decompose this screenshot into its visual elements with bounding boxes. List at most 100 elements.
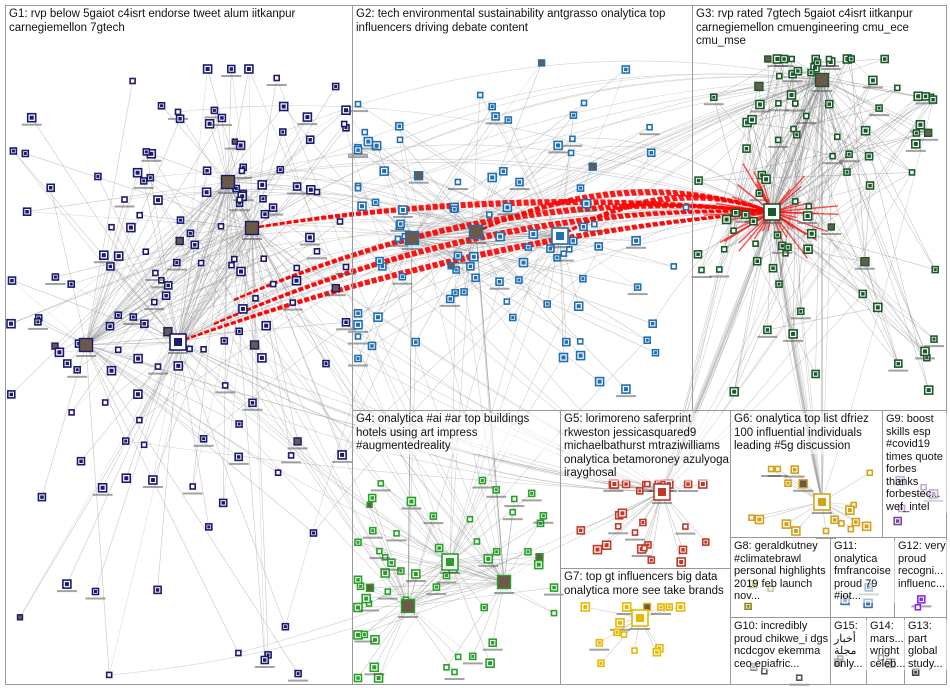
edge-inter-group	[771, 211, 823, 503]
edge-g5	[597, 491, 663, 550]
node-g7-glyph	[618, 620, 622, 625]
node-g2	[503, 298, 511, 305]
edge-g1	[227, 181, 267, 326]
edge-inter-group	[85, 235, 561, 346]
node-g4-glyph	[526, 550, 530, 554]
edge-g1	[54, 181, 229, 347]
node-g1-glyph	[144, 150, 148, 154]
edge-g1	[102, 341, 179, 488]
edge-g4	[391, 561, 451, 563]
edge-g3	[771, 211, 864, 295]
edge-g3	[723, 76, 780, 250]
node-g1-glyph	[344, 320, 348, 324]
node-g3-glyph	[813, 65, 817, 70]
node-g3-glyph	[757, 102, 762, 107]
node-g3	[825, 55, 833, 63]
node-g1-glyph	[37, 316, 41, 320]
edge-g3	[777, 96, 926, 236]
node-g1-caption	[266, 84, 287, 86]
node-g2	[394, 235, 402, 243]
edge-g1	[177, 111, 253, 229]
node-g4-glyph	[362, 633, 366, 636]
highlighted-edge	[213, 209, 773, 326]
node-g1-glyph	[234, 187, 238, 190]
node-g1-glyph	[36, 320, 40, 324]
node-g1-glyph	[11, 149, 15, 153]
node-g2	[590, 220, 598, 228]
edge-g3	[793, 107, 880, 130]
group-label-g3: G3: rvp rated 7gtech 5gaiot c4isrt iitka…	[695, 8, 945, 49]
node-g3-glyph	[896, 361, 900, 366]
edge-inter-group	[572, 137, 773, 213]
node-g1	[231, 138, 239, 145]
node-g1-glyph	[240, 194, 245, 199]
node-g2-glyph	[374, 143, 379, 148]
node-g4-caption	[423, 522, 444, 525]
node-g4-caption	[533, 521, 554, 524]
node-g7-glyph	[599, 661, 603, 665]
node-g3-caption	[735, 220, 756, 223]
node-g1-caption	[145, 279, 166, 281]
node-g1-glyph	[281, 104, 286, 109]
node-g1	[313, 188, 321, 196]
hub-node-g4-caption	[398, 616, 418, 618]
node-g2-glyph	[576, 304, 581, 309]
hub-node-g1	[78, 337, 94, 353]
edge-g3	[733, 80, 874, 392]
node-g7-caption	[651, 613, 671, 615]
node-g1	[200, 345, 207, 353]
node-g5-glyph	[700, 482, 705, 486]
edge-g1	[177, 196, 243, 343]
node-g5-glyph	[679, 560, 684, 564]
edge-g1	[85, 344, 239, 654]
node-g1-glyph	[193, 243, 197, 247]
edge-g3	[821, 79, 916, 145]
node-g4-glyph	[359, 584, 362, 588]
node-g1-caption	[92, 493, 113, 496]
edge-inter-group	[282, 131, 451, 563]
edge-g4	[503, 581, 555, 614]
node-g3-glyph	[918, 122, 923, 127]
node-g5-glyph	[620, 511, 625, 516]
node-g1-caption	[231, 176, 252, 179]
node-g2-glyph	[356, 148, 360, 152]
edge-g1	[227, 181, 264, 259]
node-g2-glyph	[501, 169, 506, 174]
edge-g1	[221, 117, 229, 183]
node-g6-caption	[793, 489, 814, 492]
edge-inter-group	[399, 73, 823, 141]
node-g2-glyph	[634, 238, 639, 243]
node-g2	[576, 338, 584, 345]
node-g4	[377, 480, 385, 487]
node-g1	[151, 298, 158, 306]
node-g12-glyph	[919, 597, 923, 602]
node-g1-glyph	[135, 170, 140, 175]
node-g4-glyph	[486, 556, 491, 561]
hub-node-g1-caption	[218, 192, 238, 194]
group-label-g7: G7: top gt influencers big data onalytic…	[563, 571, 730, 598]
node-g4-glyph	[371, 529, 375, 533]
node-g3-glyph	[870, 78, 875, 83]
edge-g3	[713, 97, 928, 358]
node-g1-glyph	[29, 115, 34, 120]
node-g2-glyph	[397, 124, 402, 128]
group-label-g13: G13: part global study...	[907, 620, 947, 670]
node-g3	[802, 112, 810, 120]
node-g6-glyph	[786, 481, 790, 485]
node-g1-glyph	[246, 67, 251, 71]
edge-g4	[407, 587, 555, 607]
group-label-g6: G6: onalytica top list dfriez 100 influe…	[733, 413, 881, 454]
edge-g1	[85, 344, 139, 359]
hub-node-g2-glyph	[556, 232, 564, 240]
node-g4-glyph	[431, 514, 435, 518]
node-g4	[535, 553, 544, 562]
node-g1	[175, 236, 184, 246]
edge-g2	[357, 235, 561, 337]
node-g2-caption	[615, 395, 636, 398]
edge-inter-group	[285, 237, 413, 627]
node-g4-glyph	[494, 488, 498, 492]
node-g1-glyph	[207, 121, 212, 126]
edge-inter-group	[821, 156, 833, 503]
node-g2-glyph	[561, 355, 566, 360]
node-g8-glyph	[746, 604, 750, 608]
